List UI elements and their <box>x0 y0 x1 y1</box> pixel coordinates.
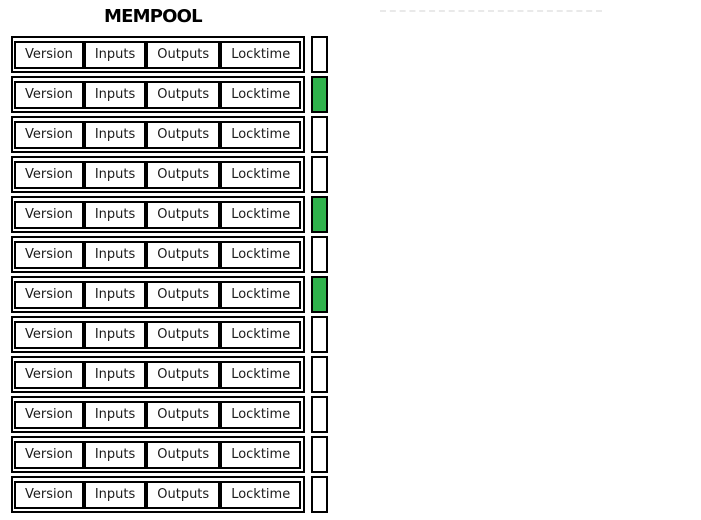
tx-field-locktime: Locktime <box>220 120 302 149</box>
transaction-box: Version Inputs Outputs Locktime <box>11 76 305 113</box>
tx-field-version: Version <box>14 440 84 469</box>
tx-field-locktime: Locktime <box>220 40 302 69</box>
tx-field-inputs: Inputs <box>83 200 147 229</box>
tx-field-version: Version <box>14 240 84 269</box>
tx-field-inputs: Inputs <box>83 320 147 349</box>
tx-field-inputs: Inputs <box>83 120 147 149</box>
transaction-box: Version Inputs Outputs Locktime <box>11 196 305 233</box>
transaction-row[interactable]: Version Inputs Outputs Locktime <box>11 156 328 193</box>
tx-status-box <box>311 396 328 433</box>
tx-field-outputs: Outputs <box>146 400 221 429</box>
transaction-box: Version Inputs Outputs Locktime <box>11 316 305 353</box>
transaction-row[interactable]: Version Inputs Outputs Locktime <box>11 436 328 473</box>
tx-status-box <box>311 36 328 73</box>
transaction-box: Version Inputs Outputs Locktime <box>11 476 305 513</box>
tx-status-box <box>311 236 328 273</box>
transaction-row[interactable]: Version Inputs Outputs Locktime <box>11 476 328 513</box>
tx-field-outputs: Outputs <box>146 200 221 229</box>
tx-field-locktime: Locktime <box>220 80 302 109</box>
tx-field-version: Version <box>14 40 84 69</box>
transaction-row[interactable]: Version Inputs Outputs Locktime <box>11 76 328 113</box>
tx-field-version: Version <box>14 80 84 109</box>
tx-status-box <box>311 156 328 193</box>
tx-field-outputs: Outputs <box>146 40 221 69</box>
tx-field-locktime: Locktime <box>220 360 302 389</box>
transaction-row[interactable]: Version Inputs Outputs Locktime <box>11 356 328 393</box>
tx-field-outputs: Outputs <box>146 440 221 469</box>
tx-field-version: Version <box>14 280 84 309</box>
tx-field-version: Version <box>14 200 84 229</box>
tx-field-version: Version <box>14 160 84 189</box>
transaction-box: Version Inputs Outputs Locktime <box>11 356 305 393</box>
transaction-box: Version Inputs Outputs Locktime <box>11 156 305 193</box>
transaction-row[interactable]: Version Inputs Outputs Locktime <box>11 236 328 273</box>
tx-status-box <box>311 196 328 233</box>
transaction-box: Version Inputs Outputs Locktime <box>11 396 305 433</box>
tx-field-inputs: Inputs <box>83 40 147 69</box>
transaction-row[interactable]: Version Inputs Outputs Locktime <box>11 196 328 233</box>
tx-field-outputs: Outputs <box>146 280 221 309</box>
tx-field-locktime: Locktime <box>220 400 302 429</box>
transaction-row[interactable]: Version Inputs Outputs Locktime <box>11 36 328 73</box>
tx-status-box <box>311 476 328 513</box>
tx-field-version: Version <box>14 320 84 349</box>
tx-field-locktime: Locktime <box>220 480 302 509</box>
tx-field-locktime: Locktime <box>220 240 302 269</box>
tx-field-inputs: Inputs <box>83 360 147 389</box>
tx-field-outputs: Outputs <box>146 240 221 269</box>
tx-field-version: Version <box>14 360 84 389</box>
tx-field-outputs: Outputs <box>146 120 221 149</box>
transaction-row[interactable]: Version Inputs Outputs Locktime <box>11 316 328 353</box>
tx-field-inputs: Inputs <box>83 160 147 189</box>
transaction-row[interactable]: Version Inputs Outputs Locktime <box>11 116 328 153</box>
transaction-row[interactable]: Version Inputs Outputs Locktime <box>11 396 328 433</box>
tx-status-box <box>311 436 328 473</box>
transaction-box: Version Inputs Outputs Locktime <box>11 436 305 473</box>
tx-field-version: Version <box>14 120 84 149</box>
transaction-box: Version Inputs Outputs Locktime <box>11 276 305 313</box>
mempool-title: MEMPOOL <box>104 6 203 27</box>
tx-field-inputs: Inputs <box>83 440 147 469</box>
tx-field-version: Version <box>14 480 84 509</box>
tx-field-locktime: Locktime <box>220 320 302 349</box>
tx-field-inputs: Inputs <box>83 80 147 109</box>
transaction-box: Version Inputs Outputs Locktime <box>11 116 305 153</box>
tx-field-inputs: Inputs <box>83 400 147 429</box>
dashed-placeholder-line <box>380 10 602 12</box>
tx-field-locktime: Locktime <box>220 440 302 469</box>
tx-field-locktime: Locktime <box>220 280 302 309</box>
tx-field-inputs: Inputs <box>83 240 147 269</box>
tx-field-outputs: Outputs <box>146 480 221 509</box>
transaction-box: Version Inputs Outputs Locktime <box>11 236 305 273</box>
tx-field-outputs: Outputs <box>146 360 221 389</box>
tx-field-version: Version <box>14 400 84 429</box>
tx-field-inputs: Inputs <box>83 280 147 309</box>
tx-field-locktime: Locktime <box>220 160 302 189</box>
tx-field-locktime: Locktime <box>220 200 302 229</box>
tx-field-outputs: Outputs <box>146 80 221 109</box>
transaction-row[interactable]: Version Inputs Outputs Locktime <box>11 276 328 313</box>
tx-field-inputs: Inputs <box>83 480 147 509</box>
tx-status-box <box>311 76 328 113</box>
tx-status-box <box>311 276 328 313</box>
tx-field-outputs: Outputs <box>146 320 221 349</box>
tx-field-outputs: Outputs <box>146 160 221 189</box>
tx-status-box <box>311 356 328 393</box>
transaction-box: Version Inputs Outputs Locktime <box>11 36 305 73</box>
tx-status-box <box>311 316 328 353</box>
mempool-transaction-list: Version Inputs Outputs Locktime Version … <box>11 36 328 513</box>
tx-status-box <box>311 116 328 153</box>
